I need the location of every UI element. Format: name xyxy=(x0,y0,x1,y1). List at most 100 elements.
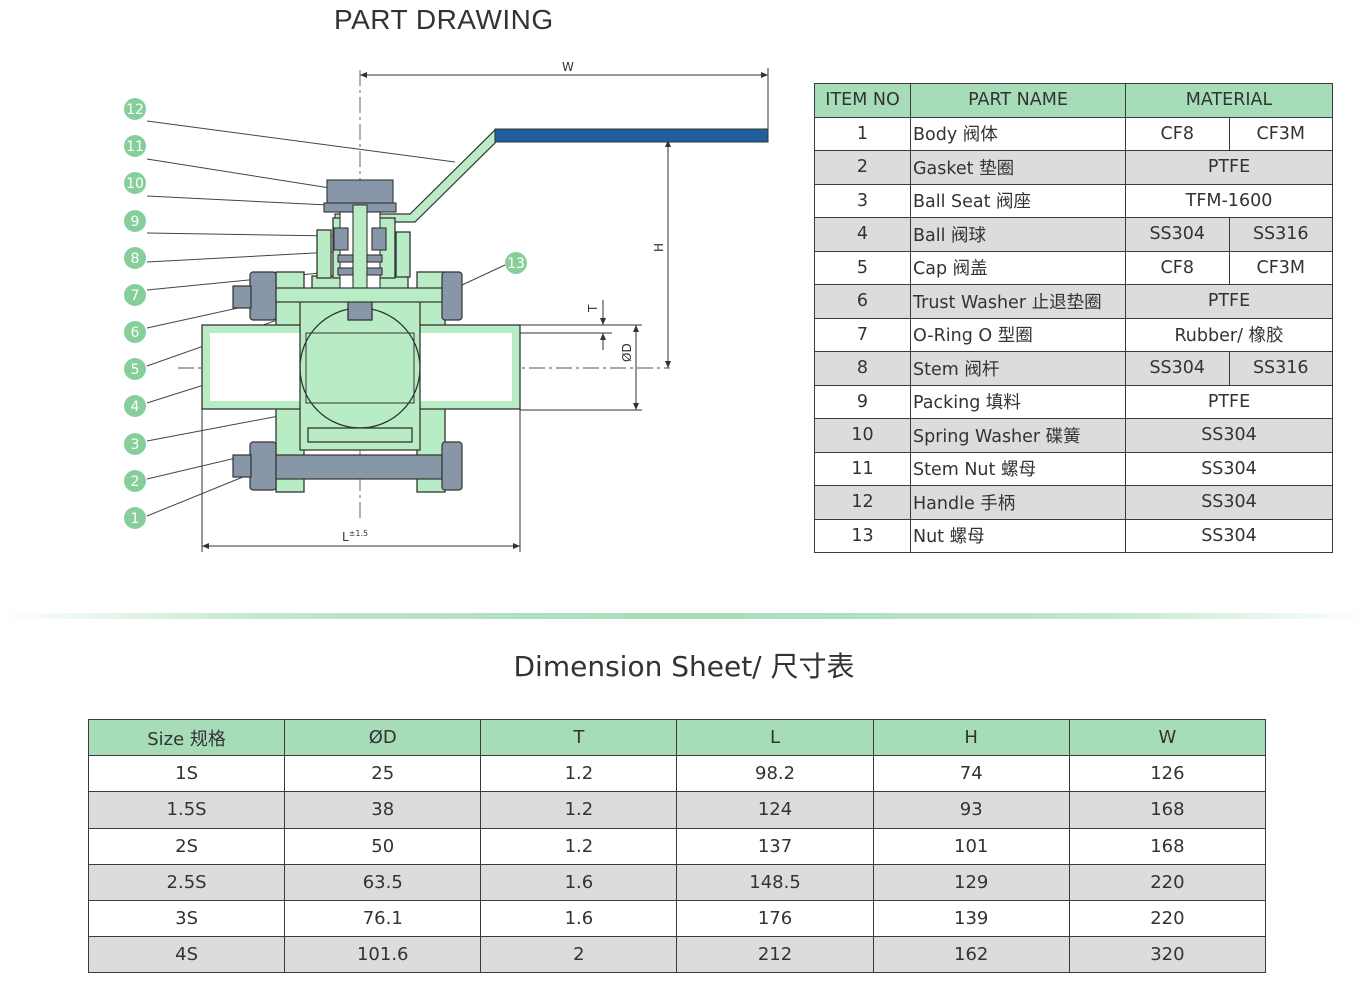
part-name-cell: Stem Nut 螺母 xyxy=(910,451,1126,486)
dim-t-label: T xyxy=(586,304,600,313)
part-name-cell: Trust Washer 止退垫圈 xyxy=(910,284,1126,319)
material-alt-cell: SS316 xyxy=(1228,217,1333,252)
material-cell: SS304 xyxy=(1125,518,1333,553)
col-item-no: ITEM NO xyxy=(814,83,911,118)
callout-6: 6 xyxy=(124,321,146,343)
dimension-lines xyxy=(201,68,769,552)
dim-cell: 2S xyxy=(87,827,286,865)
item-no-cell: 11 xyxy=(814,451,911,486)
callout-label: 11 xyxy=(126,139,144,155)
callout-1: 1 xyxy=(124,507,146,529)
material-cell: CF8 xyxy=(1125,250,1230,285)
dim-cell: 2 xyxy=(480,936,678,974)
part-name-cell: Body 阀体 xyxy=(910,116,1126,151)
dim-cell: 74 xyxy=(872,755,1070,793)
dim-l-label: L±1.5 xyxy=(342,529,368,544)
dim-cell: 1.2 xyxy=(480,755,678,793)
dim-cell: 3S xyxy=(87,899,286,938)
material-cell: SS304 xyxy=(1125,485,1333,520)
col-part-name: PART NAME xyxy=(910,83,1126,118)
callout-7: 7 xyxy=(124,284,146,306)
item-no-cell: 9 xyxy=(814,384,911,419)
callout-4: 4 xyxy=(124,395,146,417)
dim-cell: 137 xyxy=(676,827,874,865)
dim-cell: 168 xyxy=(1068,791,1267,829)
item-no-cell: 2 xyxy=(814,150,911,185)
dim-d-label: ØD xyxy=(620,343,634,362)
part-drawing-title: PART DRAWING xyxy=(334,4,554,35)
dim-header-cell: H xyxy=(872,718,1070,757)
part-name-cell: Cap 阀盖 xyxy=(910,250,1126,285)
part-name-cell: Spring Washer 碟簧 xyxy=(910,418,1126,453)
callout-label: 8 xyxy=(131,251,140,267)
part-name-cell: Ball Seat 阀座 xyxy=(910,183,1126,218)
callout-circle xyxy=(124,321,146,343)
material-cell: Rubber/ 橡胶 xyxy=(1125,317,1333,352)
handle xyxy=(334,128,769,223)
dim-cell: 139 xyxy=(872,899,1070,938)
material-alt-cell: CF3M xyxy=(1228,250,1333,285)
dim-header-cell: W xyxy=(1068,718,1267,757)
callout-circle xyxy=(505,252,527,274)
item-no-cell: 3 xyxy=(814,183,911,218)
dim-l-letter: L xyxy=(342,530,349,544)
material-alt-cell: CF3M xyxy=(1228,116,1333,151)
dim-cell: 98.2 xyxy=(676,755,874,793)
dim-cell: 76.1 xyxy=(284,899,482,938)
dim-cell: 220 xyxy=(1068,899,1267,938)
bolts-and-nuts xyxy=(232,271,463,491)
dim-cell: 148.5 xyxy=(676,863,874,901)
dim-cell: 168 xyxy=(1068,827,1267,865)
callout-circle xyxy=(124,507,146,529)
callout-3: 3 xyxy=(124,433,146,455)
dim-cell: 101.6 xyxy=(284,936,482,974)
dim-cell: 220 xyxy=(1068,863,1267,901)
item-no-cell: 6 xyxy=(814,284,911,319)
material-cell: PTFE xyxy=(1125,150,1333,185)
callout-label: 3 xyxy=(131,437,140,453)
callout-label: 10 xyxy=(126,176,144,192)
item-no-cell: 8 xyxy=(814,351,911,386)
dim-header-cell: ØD xyxy=(284,718,482,757)
dim-cell: 212 xyxy=(676,936,874,974)
dim-l-tolerance: ±1.5 xyxy=(349,529,368,538)
stem-assembly xyxy=(323,179,397,296)
dim-header-cell: T xyxy=(480,718,678,757)
callout-circle xyxy=(124,210,146,232)
callout-label: 4 xyxy=(131,399,140,415)
callout-label: 9 xyxy=(131,214,140,230)
dim-cell: 50 xyxy=(284,827,482,865)
callout-label: 2 xyxy=(131,474,140,490)
part-name-cell: Gasket 垫圈 xyxy=(910,150,1126,185)
section-divider xyxy=(0,613,1368,619)
dim-cell: 162 xyxy=(872,936,1070,974)
callout-circle xyxy=(124,284,146,306)
callout-label: 1 xyxy=(131,511,140,527)
callout-circle xyxy=(124,247,146,269)
part-name-cell: Nut 螺母 xyxy=(910,518,1126,553)
material-cell: SS304 xyxy=(1125,217,1230,252)
callout-label: 12 xyxy=(126,102,144,118)
item-no-cell: 4 xyxy=(814,217,911,252)
material-cell: SS304 xyxy=(1125,418,1333,453)
dim-cell: 320 xyxy=(1068,936,1267,974)
dim-cell: 126 xyxy=(1068,755,1267,793)
dim-cell: 1.6 xyxy=(480,899,678,938)
